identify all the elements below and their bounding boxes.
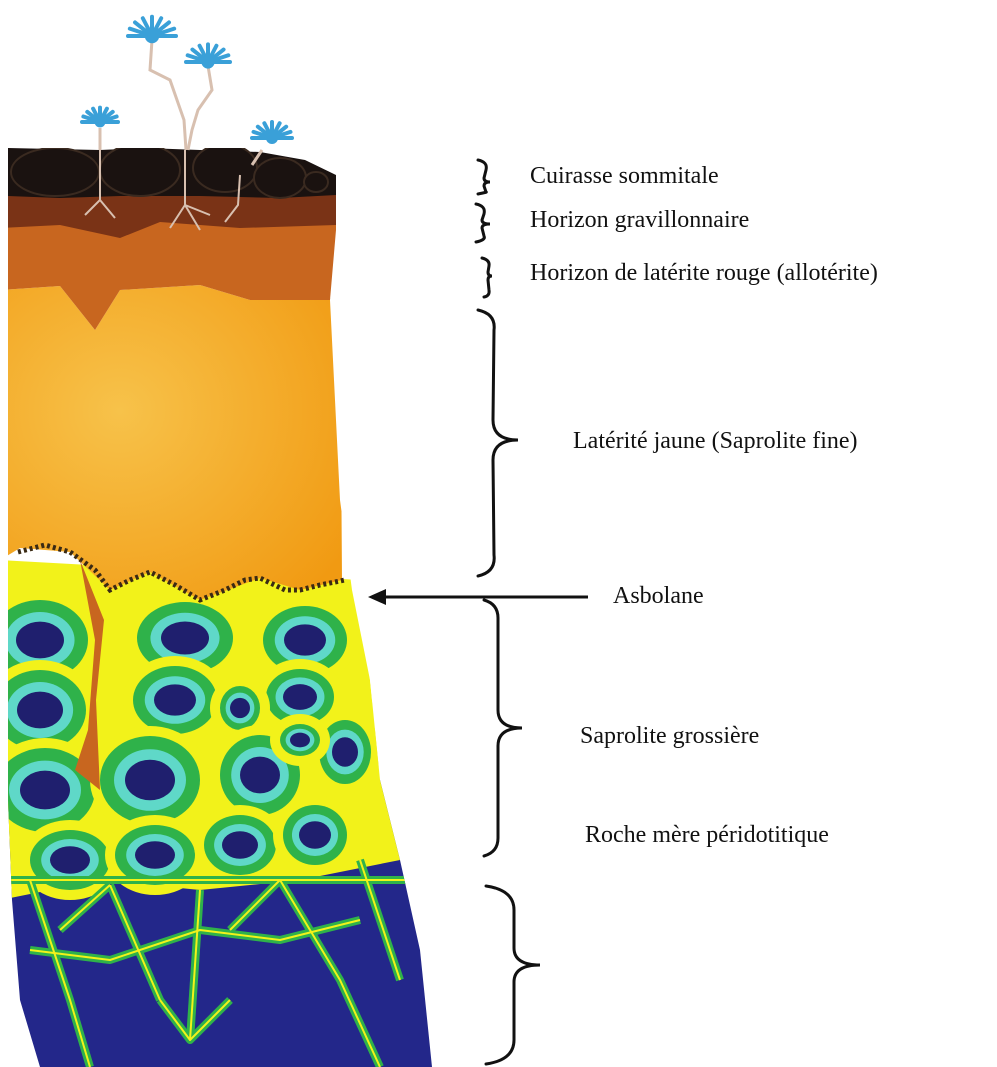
small-plant-left: [82, 108, 118, 150]
cuirasse-block: [254, 158, 306, 198]
saprolite-boulder: [273, 795, 357, 875]
arrowhead-icon: [368, 589, 386, 605]
tall-plant-1: [128, 17, 186, 150]
boulder-core: [283, 684, 317, 710]
cuirasse-block: [193, 144, 257, 192]
boulder-core: [16, 622, 64, 659]
boulder-core: [222, 831, 258, 859]
cuirasse-block: [100, 144, 180, 196]
label-gravillon: Horizon gravillonnaire: [530, 207, 749, 233]
laterite-jaune-layer: [0, 285, 342, 600]
boulder-core: [125, 760, 175, 800]
brace-gravillon: [476, 204, 490, 242]
plant-stem: [188, 66, 212, 150]
label-laterite-jaune: Latérité jaune (Saprolite fine): [573, 428, 858, 454]
braces: [476, 160, 540, 1064]
saprolite-boulders: [0, 590, 381, 900]
vegetation: [82, 17, 292, 165]
soil-column: [0, 144, 460, 1067]
cuirasse-block: [11, 148, 99, 196]
plant-stem: [150, 40, 186, 150]
plant-icon: [252, 122, 292, 144]
label-laterite-rouge: Horizon de latérite rouge (allotérite): [530, 260, 878, 286]
boulder-core: [135, 841, 175, 869]
brace-roche-mere: [486, 886, 540, 1064]
boulder-core: [17, 692, 63, 729]
label-asbolane: Asbolane: [613, 583, 704, 609]
boulder-core: [154, 684, 196, 715]
boulder-core: [50, 846, 90, 874]
boulder-core: [20, 771, 70, 810]
label-cuirasse: Cuirasse sommitale: [530, 163, 719, 189]
brace-cuirasse: [478, 160, 490, 194]
boulder-core: [284, 624, 326, 655]
saprolite-boulder: [194, 805, 286, 885]
boulder-core: [299, 821, 331, 849]
plant-icon: [128, 17, 176, 43]
label-roche-mere: Roche mère péridotitique: [585, 822, 829, 848]
boulder-core: [240, 757, 280, 794]
brace-laterite-rouge: [482, 258, 492, 297]
brace-saprolite-grossiere: [484, 600, 522, 856]
boulder-core: [332, 737, 358, 766]
boulder-core: [161, 621, 209, 654]
saprolite-boulder: [270, 714, 330, 766]
plant-icon: [186, 44, 230, 68]
plant-icon: [82, 108, 118, 128]
boulder-core: [290, 733, 310, 748]
label-saprolite-grossiere: Saprolite grossière: [580, 723, 759, 749]
horizon-labels: Cuirasse sommitale Horizon gravillonnair…: [530, 163, 878, 848]
brace-laterite-jaune: [478, 310, 518, 576]
asbolane-arrow: [368, 589, 588, 605]
boulder-core: [230, 698, 250, 718]
tall-plant-2: [186, 44, 230, 150]
cuirasse-block: [304, 172, 328, 192]
